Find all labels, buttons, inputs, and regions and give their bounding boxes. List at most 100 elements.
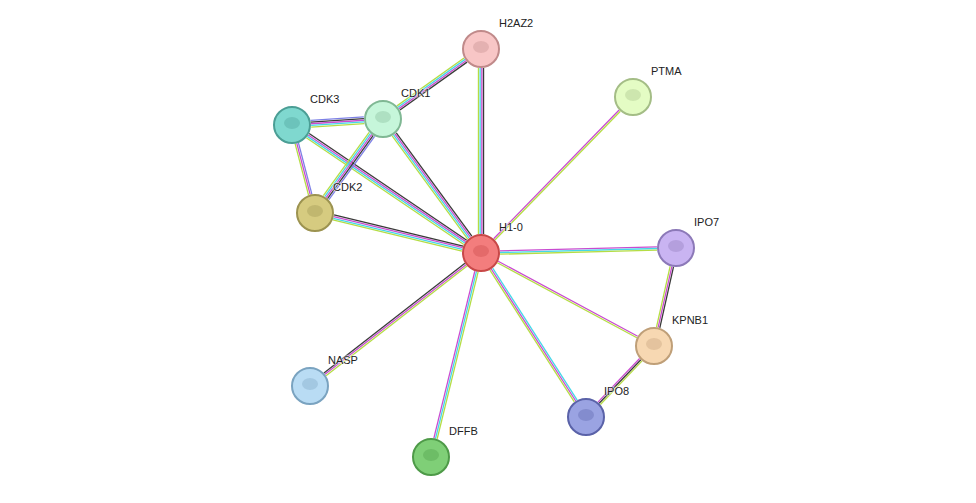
evidence-line [397, 58, 464, 106]
evidence-line [298, 143, 311, 194]
node-circle [291, 367, 329, 405]
interaction-edge [497, 261, 637, 338]
evidence-line [481, 68, 482, 234]
evidence-line [333, 218, 462, 249]
evidence-line [494, 110, 619, 239]
protein-node: CDK1 [364, 100, 402, 138]
node-label: NASP [328, 354, 358, 367]
structure-mark [375, 111, 391, 123]
interaction-edge [494, 110, 621, 240]
interaction-edge [333, 215, 463, 251]
structure-mark [302, 378, 318, 390]
interaction-edge [324, 263, 467, 375]
evidence-line [436, 271, 477, 438]
node-circle [364, 100, 402, 138]
structure-mark [307, 205, 323, 217]
evidence-line [497, 263, 637, 338]
evidence-line [325, 265, 466, 375]
node-circle [635, 327, 673, 365]
evidence-line [398, 59, 465, 107]
evidence-line [399, 61, 466, 109]
node-label: H1-0 [499, 221, 523, 234]
interaction-edge [311, 117, 365, 127]
protein-node: CDK2 [296, 194, 334, 232]
evidence-line [491, 269, 576, 401]
interaction-edge [478, 68, 483, 234]
node-label: CDK1 [401, 87, 430, 100]
evidence-line [400, 62, 467, 110]
protein-node: DFFB [412, 438, 450, 476]
evidence-line [657, 266, 671, 327]
evidence-line [308, 135, 466, 242]
evidence-line [490, 270, 575, 402]
protein-node: CDK3 [273, 106, 311, 144]
evidence-line [311, 124, 364, 127]
evidence-line [500, 250, 657, 254]
evidence-line [295, 144, 308, 195]
interaction-edge [657, 266, 674, 328]
evidence-line [326, 266, 467, 376]
interaction-edge [323, 132, 374, 199]
evidence-line [483, 68, 484, 234]
evidence-line [323, 132, 369, 195]
node-circle [273, 106, 311, 144]
node-circle [462, 30, 500, 68]
protein-node: H1-0 [462, 234, 500, 272]
structure-mark [423, 449, 439, 461]
node-label: IPO8 [604, 385, 629, 398]
structure-mark [473, 245, 489, 257]
node-label: H2AZ2 [499, 17, 533, 30]
node-label: CDK2 [333, 181, 362, 194]
evidence-line [297, 143, 310, 194]
evidence-line [309, 134, 467, 241]
evidence-line [600, 361, 642, 405]
node-label: PTMA [651, 65, 682, 78]
evidence-line [437, 272, 478, 439]
evidence-line [326, 134, 372, 197]
evidence-line [660, 267, 674, 328]
evidence-line [324, 263, 465, 373]
node-circle [412, 438, 450, 476]
protein-node: PTMA [614, 78, 652, 116]
protein-node: KPNB1 [635, 327, 673, 365]
evidence-line [394, 135, 470, 238]
protein-node: IPO7 [657, 229, 695, 267]
evidence-line [493, 268, 578, 400]
evidence-line [328, 135, 374, 198]
evidence-line [495, 111, 620, 240]
evidence-line [395, 134, 471, 237]
evidence-line [329, 136, 375, 199]
evidence-line [325, 133, 371, 196]
structure-mark [625, 89, 641, 101]
interaction-edge [434, 271, 478, 439]
evidence-line [333, 220, 462, 251]
structure-mark [646, 338, 662, 350]
interaction-edge [392, 133, 472, 239]
interaction-edge [490, 268, 577, 402]
protein-node: H2AZ2 [462, 30, 500, 68]
structure-mark [578, 409, 594, 421]
node-circle [657, 229, 695, 267]
evidence-line [334, 217, 463, 248]
evidence-line [334, 215, 463, 246]
evidence-line [392, 136, 468, 239]
node-label: KPNB1 [672, 314, 708, 327]
evidence-line [478, 68, 479, 234]
node-label: IPO7 [694, 216, 719, 229]
evidence-line [658, 267, 672, 328]
evidence-line [498, 261, 638, 336]
protein-node: NASP [291, 367, 329, 405]
structure-mark [668, 240, 684, 252]
evidence-line [598, 359, 640, 403]
interaction-edge [397, 58, 467, 110]
node-circle [296, 194, 334, 232]
interaction-edge [500, 247, 657, 254]
evidence-line [396, 133, 472, 236]
node-label: CDK3 [310, 93, 339, 106]
evidence-line [434, 271, 475, 438]
structure-mark [284, 117, 300, 129]
node-label: DFFB [449, 425, 478, 438]
evidence-line [599, 360, 641, 404]
node-circle [614, 78, 652, 116]
